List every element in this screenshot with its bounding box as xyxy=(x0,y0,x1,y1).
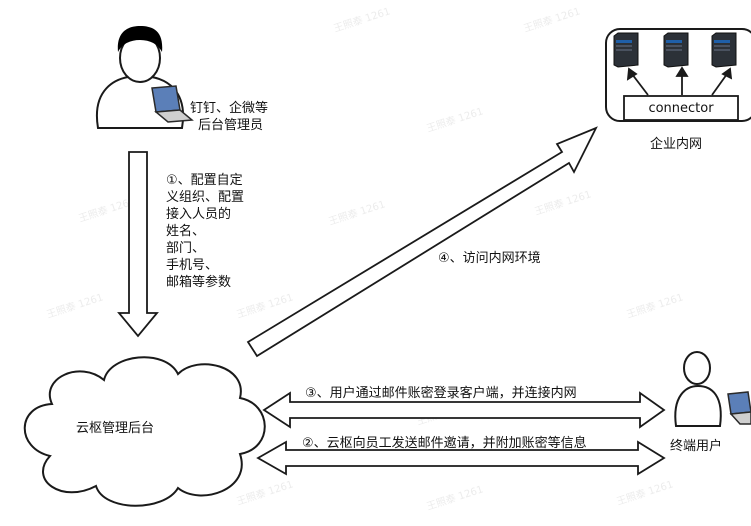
step1-label-line: 邮箱等参数 xyxy=(166,275,232,290)
watermark-text: 王照泰 1261 xyxy=(533,187,593,217)
watermark-text: 王照泰 1261 xyxy=(615,477,675,507)
watermark-text: 王照泰 1261 xyxy=(77,194,137,224)
step1-down-arrow xyxy=(117,151,159,338)
server-icon xyxy=(711,32,737,68)
watermark-text: 王照泰 1261 xyxy=(235,290,295,320)
server-icon xyxy=(613,32,639,68)
watermark-text: 王照泰 1261 xyxy=(625,290,685,320)
admin-label-line: 钉钉、企微等 xyxy=(190,101,269,116)
watermark-text: 王照泰 1261 xyxy=(327,197,387,227)
watermark-text: 王照泰 1261 xyxy=(235,477,295,507)
connector-box xyxy=(623,95,739,121)
cloud-shape xyxy=(23,356,266,507)
step1-label-line: ①、配置自定 xyxy=(166,173,243,188)
step2-label: ②、云枢向员工发送邮件邀请，并附加账密等信息 xyxy=(302,436,587,451)
intranet-caption: 企业内网 xyxy=(650,137,703,152)
end-user-label: 终端用户 xyxy=(670,439,723,454)
watermark-text: 王照泰 1261 xyxy=(522,4,582,34)
end-user-laptop-icon xyxy=(727,391,751,425)
admin-label-line: 后台管理员 xyxy=(198,118,264,133)
step1-label: ①、配置自定 义组织、配置 接入人员的 姓名、 部门、 手机号、 邮箱等参数 xyxy=(166,172,244,291)
admin-laptop-icon xyxy=(151,85,194,123)
step1-label-line: 姓名、 xyxy=(166,224,206,239)
cloud-label: 云枢管理后台 xyxy=(76,421,155,436)
step3-double-arrow xyxy=(262,391,666,429)
step1-label-line: 手机号、 xyxy=(166,258,219,273)
connector-label: connector xyxy=(648,101,714,116)
watermark-text: 王照泰 1261 xyxy=(45,290,105,320)
server-icon xyxy=(663,32,689,68)
step4-diagonal-arrow xyxy=(246,126,598,358)
step1-label-line: 接入人员的 xyxy=(166,207,232,222)
step1-label-line: 义组织、配置 xyxy=(166,190,245,205)
step1-label-line: 部门、 xyxy=(166,241,206,256)
step3-label: ③、用户通过邮件账密登录客户端，并连接内网 xyxy=(305,386,577,401)
step4-label: ④、访问内网环境 xyxy=(438,251,541,266)
watermark-text: 王照泰 1261 xyxy=(425,482,485,512)
step2-double-arrow xyxy=(256,440,666,476)
end-user-person-icon xyxy=(674,351,722,427)
connector-to-server-arrows xyxy=(626,66,733,96)
admin-label: 钉钉、企微等 后台管理员 xyxy=(190,100,268,134)
watermark-text: 王照泰 1261 xyxy=(425,104,485,134)
watermark-text: 王照泰 1261 xyxy=(332,4,392,34)
